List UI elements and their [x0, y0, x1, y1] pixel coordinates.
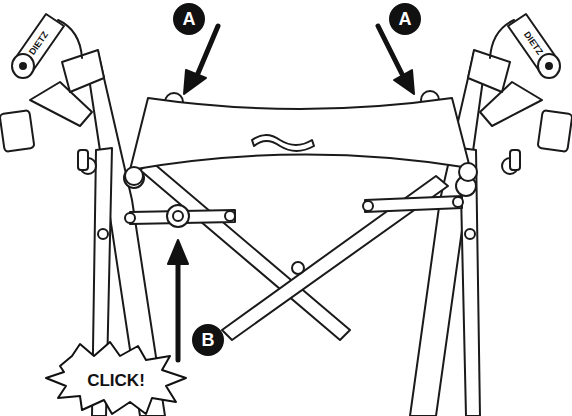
callout-letter: B [202, 331, 215, 349]
right-handle [490, 14, 560, 78]
click-text: CLICK! [87, 372, 145, 389]
callout-letter: A [399, 10, 412, 28]
click-burst [46, 342, 186, 414]
seat [125, 91, 477, 185]
callout-letter: A [183, 10, 196, 28]
left-handle [12, 14, 82, 78]
callout-marks [168, 4, 420, 360]
